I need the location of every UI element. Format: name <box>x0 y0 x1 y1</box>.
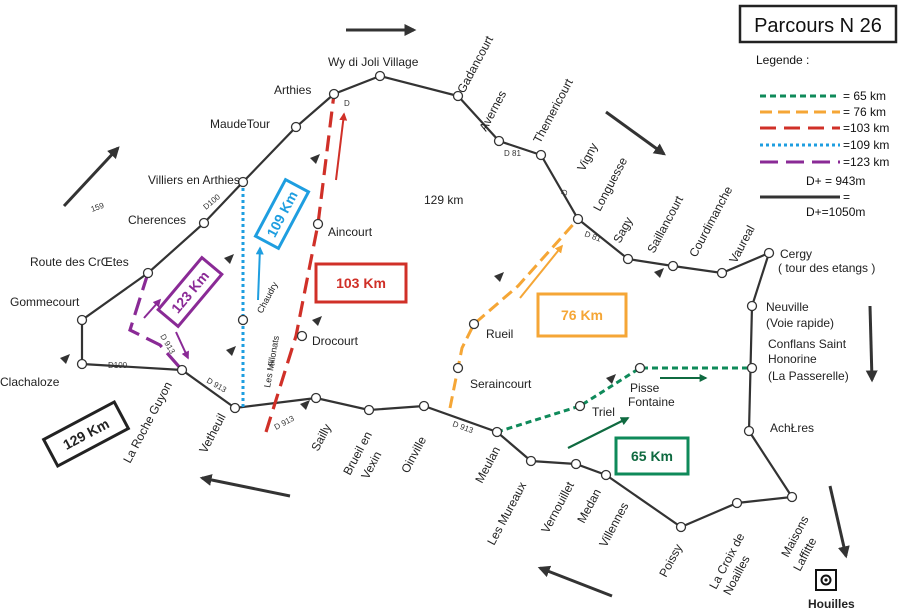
town-conflans-2: Honorine <box>768 352 817 366</box>
legend-label: D+=1050m <box>806 205 865 219</box>
town-cergy-note: ( tour des etangs ) <box>778 261 875 275</box>
title-box: Parcours N 26 <box>738 4 898 44</box>
road-d913-2: D 913 <box>273 414 297 432</box>
town-courdimanche: Courdimanche <box>686 184 735 260</box>
road-d100-1: D100 <box>108 361 128 370</box>
town-nodes <box>76 70 798 533</box>
town-vigny: Vigny <box>574 141 600 174</box>
town-oinville: Oinville <box>398 434 429 476</box>
road-159: 159 <box>90 201 106 214</box>
houilles-marker <box>815 569 837 591</box>
legend-label: =103 km <box>843 121 889 135</box>
route-box-103: 103 Km <box>314 262 408 304</box>
road-n: N <box>266 360 277 369</box>
town-la-roche-guyon: La Roche Guyon <box>120 379 175 465</box>
road-d81-2: D 81 <box>583 229 602 243</box>
legend-heading: Legende : <box>756 53 809 67</box>
route-box-129: 129 Km <box>41 399 131 469</box>
legend-label: =123 km <box>843 155 889 169</box>
town-saillancourt: Saillancourt <box>644 193 686 256</box>
town-vetheuil: Vetheuil <box>196 411 228 455</box>
town-conflans-note: (La Passerelle) <box>768 369 849 383</box>
route-box-76-label: 76 Km <box>561 307 603 323</box>
road-d-1: D <box>344 99 350 108</box>
town-rueil: Rueil <box>486 327 513 341</box>
route-box-76: 76 Km <box>536 292 628 338</box>
town-les-mureaux: Les Mureaux <box>484 480 529 548</box>
legend-label: = 65 km <box>843 89 886 103</box>
legend-item: =123 km <box>760 155 889 169</box>
town-gadancourt: Gadancourt <box>454 33 496 96</box>
town-avernes: Avernes <box>476 88 509 133</box>
town-sagy: Sagy <box>610 215 635 246</box>
legend-item: D+=1050m <box>806 205 865 219</box>
town-triel: Triel <box>592 405 615 419</box>
legend-item: =103 km <box>760 121 889 135</box>
page-title: Parcours N 26 <box>754 15 882 37</box>
town-route-des-cretes: Route des CrŒtes <box>30 255 129 269</box>
town-gommecourt: Gommecourt <box>10 295 80 309</box>
road-d-2: D <box>559 188 570 197</box>
town-poissy: Poissy <box>656 542 685 580</box>
town-drocourt: Drocourt <box>312 334 359 348</box>
town-longuesse: Longuesse <box>590 155 630 214</box>
legend-item: = 65 km <box>760 89 886 103</box>
town-conflans-1: Conflans Saint <box>768 337 847 351</box>
town-villennes: Villennes <box>596 500 631 549</box>
town-neuville-note: (Voie rapide) <box>766 316 834 330</box>
town-meulan: Meulan <box>472 444 503 485</box>
town-houilles: Houilles <box>808 597 855 611</box>
legend-item: D+ = 943m <box>806 174 865 188</box>
town-maudetour: MaudeTour <box>210 117 270 131</box>
legend-item: =109 km <box>760 138 889 152</box>
town-pisse: Pisse <box>630 381 660 395</box>
center-distance-label: 129 km <box>424 193 463 207</box>
route-65 <box>496 366 752 434</box>
road-d913-1: D 913 <box>205 376 228 395</box>
town-vernouillet: Vernouillet <box>538 479 577 536</box>
legend-label: = <box>843 190 850 204</box>
legend-item: = <box>760 190 850 204</box>
route-box-109: 109 Km <box>253 177 311 251</box>
legend: Legende : = 65 km = 76 km =103 km =109 km =1… <box>756 53 889 219</box>
road-d81-1: D 81 <box>504 149 521 158</box>
town-arthies: Arthies <box>274 83 311 97</box>
town-cherences: Cherences <box>128 213 186 227</box>
route-123 <box>128 272 184 372</box>
route-box-65-label: 65 Km <box>631 448 673 464</box>
town-labels: Clachaloze Gommecourt Route des CrŒtes C… <box>0 33 875 611</box>
town-villiers-en-arthies: Villiers en Arthies <box>148 173 240 187</box>
town-sailly: Sailly <box>308 422 334 454</box>
legend-label: D+ = 943m <box>806 174 865 188</box>
town-seraincourt: Seraincourt <box>470 377 532 391</box>
town-acheres: AchŁres <box>770 421 814 435</box>
loop-direction-arrows <box>62 24 878 598</box>
town-neuville: Neuville <box>766 300 809 314</box>
route-box-123: 123 Km <box>156 255 224 329</box>
legend-label: =109 km <box>843 138 889 152</box>
small-direction-markers <box>60 154 664 410</box>
town-clachaloze: Clachaloze <box>0 375 60 389</box>
town-fontaine: Fontaine <box>628 395 675 409</box>
town-cergy: Cergy <box>780 247 812 261</box>
town-aincourt: Aincourt <box>328 225 373 239</box>
route-box-65: 65 Km <box>614 436 690 476</box>
road-d100-2: D100 <box>202 192 223 212</box>
town-wy-di-joli-village: Wy di Joli Village <box>328 55 419 69</box>
town-themericourt: Themericourt <box>530 76 576 146</box>
legend-item: = 76 km <box>760 105 886 119</box>
legend-label: = 76 km <box>843 105 886 119</box>
route-103 <box>264 93 336 433</box>
route-direction-arrows <box>143 112 708 449</box>
town-medan: Medan <box>574 486 604 525</box>
route-76 <box>448 217 580 409</box>
route-box-103-label: 103 Km <box>336 275 386 291</box>
